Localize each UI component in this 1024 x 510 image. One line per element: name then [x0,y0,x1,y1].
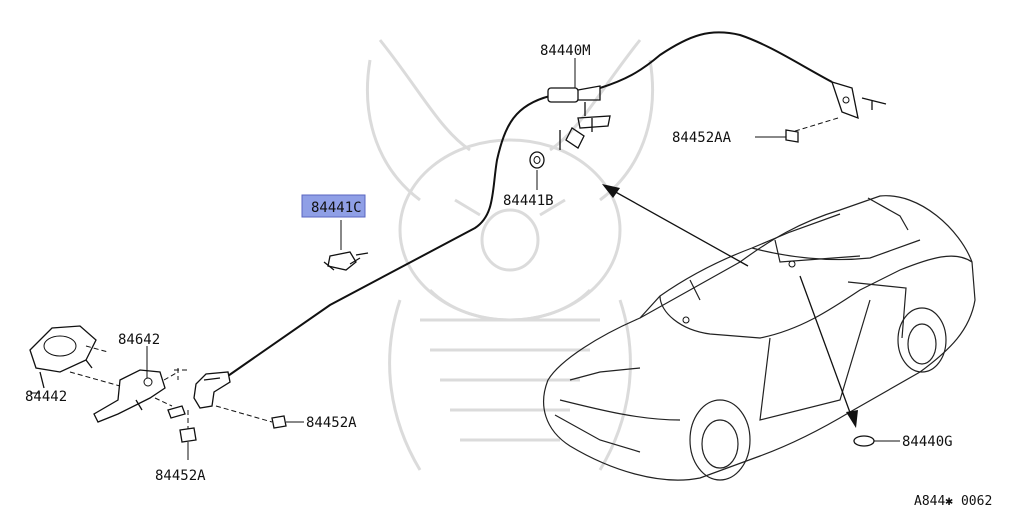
label-84452AA[interactable]: 84452AA [672,130,732,146]
opener-handle-assembly [29,325,304,460]
label-84442[interactable]: 84442 [25,389,67,405]
label-84440G[interactable]: 84440G [902,434,953,450]
watermark-emblem [365,39,655,471]
highlight-box-84441C [301,194,366,218]
label-84441B[interactable]: 84441B [503,193,554,209]
label-84441C[interactable]: 84441C [311,200,362,216]
bracket-84452AA [755,81,887,143]
label-84440M[interactable]: 84440M [540,43,591,59]
clip-84441C [323,220,369,271]
cable-end-84440M [547,58,611,150]
car-illustration [543,195,976,481]
release-cable [224,31,833,379]
label-84452A-right[interactable]: 84452A [306,415,357,431]
diagram-code: A844✱ 0062 [914,494,992,509]
grommet-84440G [853,435,900,447]
label-84642[interactable]: 84642 [118,332,160,348]
label-84452A-bottom[interactable]: 84452A [155,468,206,484]
direction-arrows [602,184,858,428]
grommet-84441B [529,151,545,190]
